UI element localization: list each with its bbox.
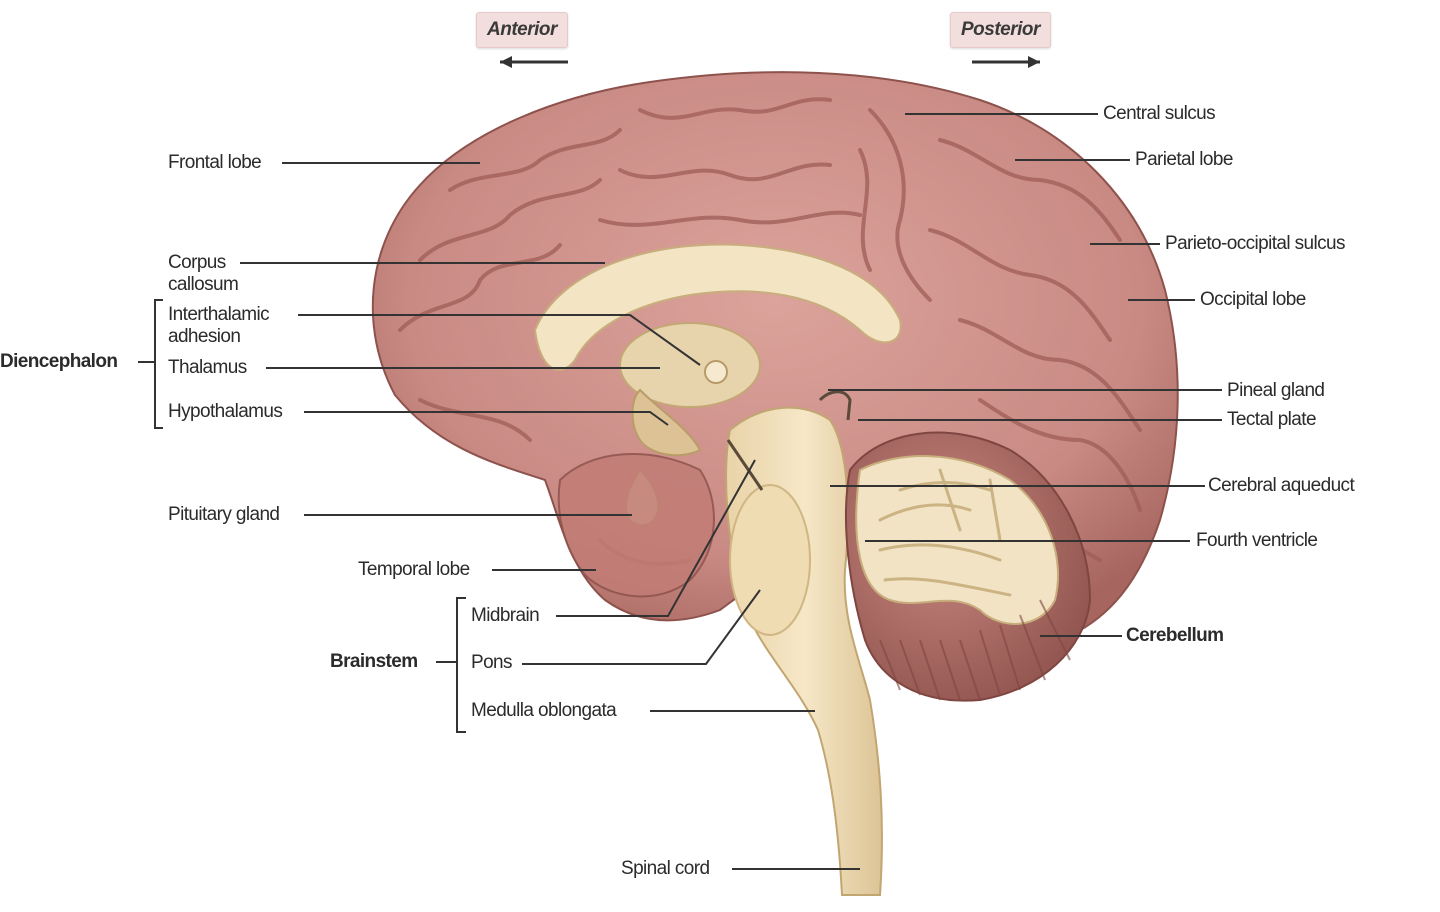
label-temporal-lobe: Temporal lobe [358, 559, 470, 580]
label-brainstem: Brainstem [330, 651, 418, 672]
label-pineal-gland: Pineal gland [1227, 380, 1325, 401]
arbor-vitae-branches [878, 468, 1012, 597]
label-hypothalamus: Hypothalamus [168, 401, 283, 422]
label-corpus-callosum-2: callosum [168, 274, 239, 295]
temporal-lobe-shape [557, 453, 715, 598]
label-spinal-cord: Spinal cord [621, 858, 710, 879]
diencephalon-bracket [154, 299, 163, 429]
label-interthalamic-2: adhesion [168, 326, 241, 347]
pons-shape [729, 484, 811, 636]
anterior-label: Anterior [476, 12, 568, 48]
label-cerebellum: Cerebellum [1126, 625, 1224, 646]
label-parietal-lobe: Parietal lobe [1135, 149, 1233, 170]
label-midbrain: Midbrain [471, 605, 540, 626]
interthalamic-adhesion-shape [704, 360, 728, 384]
label-cerebral-aqueduct: Cerebral aqueduct [1208, 475, 1355, 496]
label-occipital-lobe: Occipital lobe [1200, 289, 1306, 310]
label-parieto-occipital-sulcus: Parieto-occipital sulcus [1165, 233, 1346, 254]
label-pons: Pons [471, 652, 513, 673]
label-frontal-lobe: Frontal lobe [168, 152, 262, 173]
brainstem-bracket [456, 597, 466, 733]
thalamus-shape [619, 322, 761, 408]
label-fourth-ventricle: Fourth ventricle [1196, 530, 1318, 551]
cerebellum-folia [879, 599, 1071, 701]
label-corpus-callosum-1: Corpus [168, 252, 226, 273]
leader-lines [138, 113, 1222, 870]
corpus-callosum-shape [533, 243, 902, 371]
label-pituitary-gland: Pituitary gland [168, 504, 280, 525]
label-thalamus: Thalamus [168, 357, 247, 378]
label-central-sulcus: Central sulcus [1103, 103, 1216, 124]
label-medulla-oblongata: Medulla oblongata [471, 700, 617, 721]
label-tectal-plate: Tectal plate [1227, 409, 1317, 430]
label-interthalamic-1: Interthalamic [168, 304, 270, 325]
aqueduct-shape [818, 390, 852, 421]
label-diencephalon: Diencephalon [0, 351, 118, 372]
posterior-label: Posterior [950, 12, 1051, 48]
